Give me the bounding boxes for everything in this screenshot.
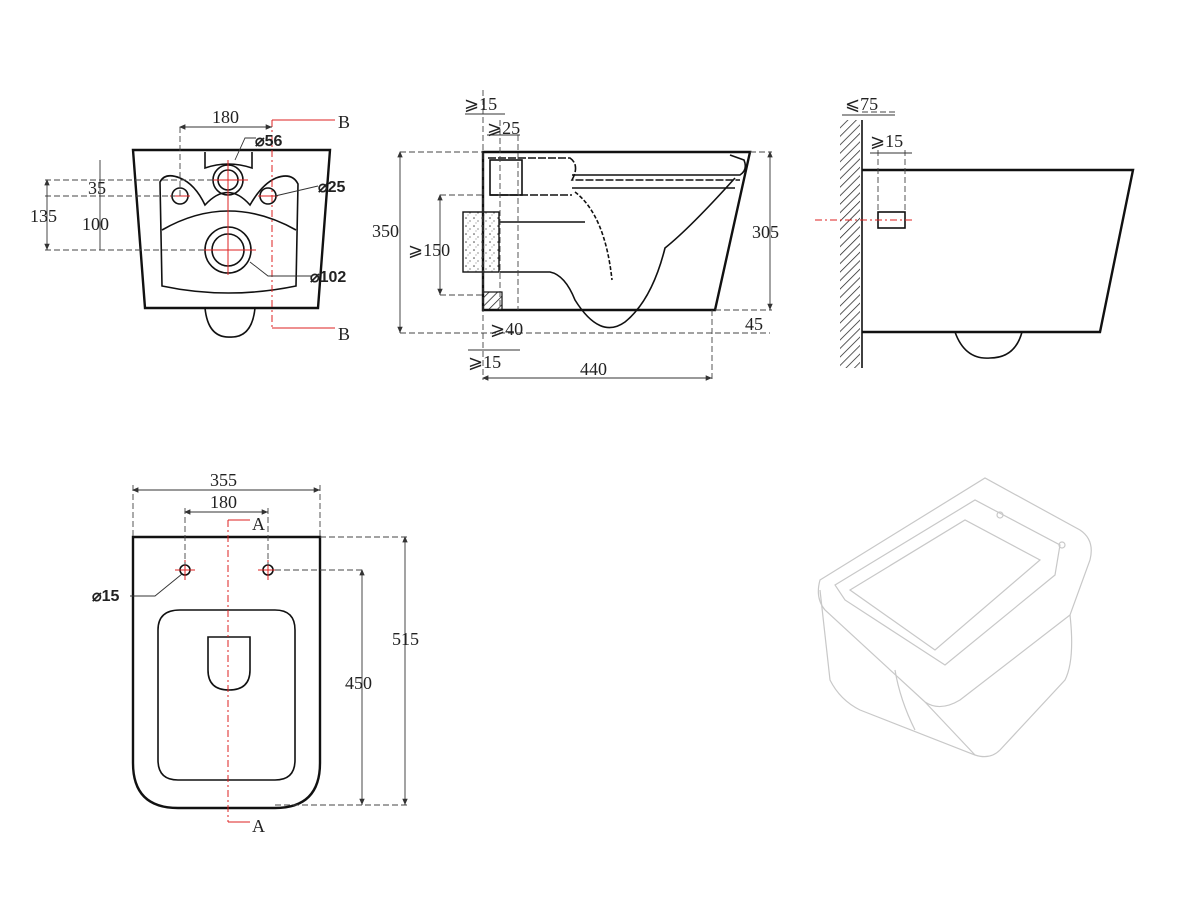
dim-min-25: ⩾25 bbox=[487, 118, 520, 138]
top-outline bbox=[131, 535, 322, 810]
wall-hatching bbox=[840, 120, 860, 368]
dim-dia-102: ⌀102 bbox=[310, 269, 346, 286]
dim-min-40: ⩾40 bbox=[490, 319, 523, 339]
dim-305: 305 bbox=[752, 222, 779, 242]
dim-min-15-side: ⩾15 bbox=[870, 131, 903, 151]
dim-dia-56: ⌀56 bbox=[255, 133, 283, 150]
dim-35: 35 bbox=[88, 178, 106, 198]
dim-135: 135 bbox=[30, 206, 57, 226]
dim-dia-25: ⌀25 bbox=[318, 179, 346, 196]
side-outline bbox=[862, 168, 1135, 334]
dim-100: 100 bbox=[82, 214, 109, 234]
dim-dia-15: ⌀15 bbox=[92, 588, 120, 605]
section-label-b-top: B bbox=[338, 112, 350, 132]
dim-45: 45 bbox=[745, 314, 763, 334]
bowl-bulge bbox=[204, 307, 256, 338]
rear-view: B B 180 ⌀56 ⌀25 ⌀102 35 100 135 bbox=[30, 107, 350, 344]
wall-block bbox=[462, 211, 500, 273]
dim-min-15-bottom: ⩾15 bbox=[468, 352, 501, 372]
dim-450: 450 bbox=[345, 673, 372, 693]
section-view: 350 ⩾150 305 45 440 ⩾15 ⩾25 ⩾40 ⩾15 bbox=[372, 90, 779, 382]
dim-180: 180 bbox=[212, 107, 239, 127]
dim-min-150: ⩾150 bbox=[408, 240, 450, 260]
section-label-a-bottom: A bbox=[252, 816, 265, 836]
perspective-sketch bbox=[817, 477, 1092, 758]
dim-515: 515 bbox=[392, 629, 419, 649]
section-label-a-top: A bbox=[252, 514, 265, 534]
dim-180-top: 180 bbox=[210, 492, 237, 512]
dim-440: 440 bbox=[580, 359, 607, 379]
support-block bbox=[482, 291, 503, 311]
side-view: ⩽75 ⩾15 bbox=[815, 94, 1135, 368]
top-view: A A 355 180 ⌀15 515 450 bbox=[92, 470, 419, 836]
bowl-outline bbox=[131, 148, 332, 310]
bowl-rim bbox=[157, 609, 296, 781]
outlet-opening bbox=[207, 636, 251, 691]
dim-min-15-top: ⩾15 bbox=[464, 94, 497, 114]
mounting-plate bbox=[159, 174, 299, 294]
dim-355: 355 bbox=[210, 470, 237, 490]
dim-max-75: ⩽75 bbox=[845, 94, 878, 114]
dim-350: 350 bbox=[372, 221, 399, 241]
section-label-b-bottom: B bbox=[338, 324, 350, 344]
